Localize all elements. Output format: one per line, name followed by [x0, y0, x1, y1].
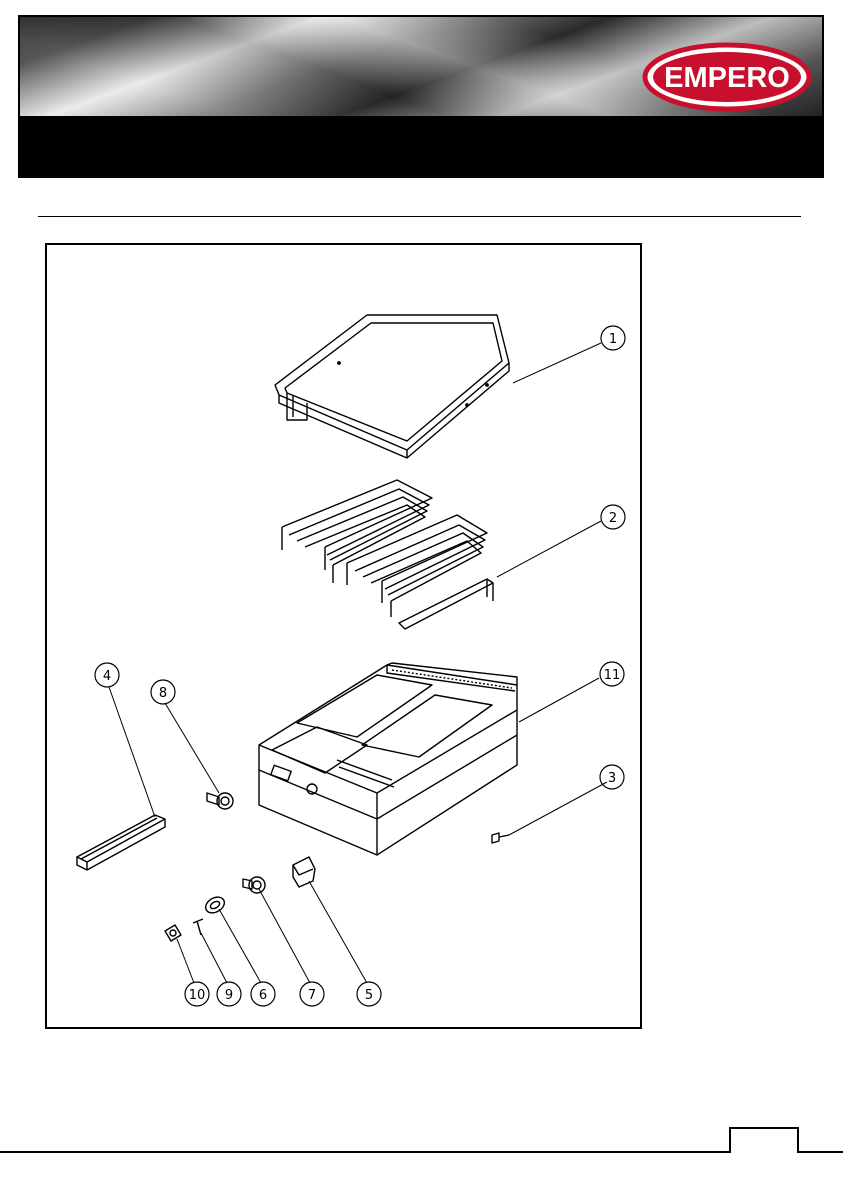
callout-circles — [95, 326, 625, 1006]
screw-3 — [492, 833, 509, 843]
callout-label: 8 — [159, 686, 167, 701]
callout-label: 7 — [308, 988, 316, 1003]
exploded-diagram: 1 2 11 3 4 8 10 9 6 7 5 — [45, 243, 642, 1029]
header-banner: EMPERO — [18, 15, 824, 118]
drip-tray — [77, 815, 165, 870]
main-body — [259, 663, 517, 855]
logo-text: EMPERO — [664, 62, 790, 94]
callout-label: 9 — [225, 988, 233, 1003]
section-rule — [38, 216, 801, 217]
pilot-10 — [165, 925, 181, 941]
leader-lines — [109, 343, 607, 983]
knob-8 — [207, 793, 233, 809]
knob-7 — [243, 877, 265, 893]
callout-label: 2 — [609, 511, 617, 526]
callout-label: 6 — [259, 988, 267, 1003]
callout-label: 1 — [609, 332, 617, 347]
exploded-drawing: 1 2 11 3 4 8 10 9 6 7 5 — [47, 245, 644, 1031]
heating-elements — [282, 480, 493, 629]
knob-5 — [293, 857, 315, 887]
callout-label: 3 — [608, 771, 616, 786]
callout-label: 4 — [103, 669, 111, 684]
pin-9 — [193, 919, 203, 935]
ring-6 — [203, 894, 227, 916]
empero-logo-icon: EMPERO — [642, 41, 812, 113]
griddle-plate — [275, 315, 509, 458]
callout-label: 10 — [189, 988, 206, 1003]
footer-rule — [0, 1151, 843, 1153]
callout-label: 11 — [604, 668, 621, 683]
page-number-tab — [729, 1127, 799, 1153]
callout-label: 5 — [365, 988, 373, 1003]
title-band — [18, 118, 824, 178]
